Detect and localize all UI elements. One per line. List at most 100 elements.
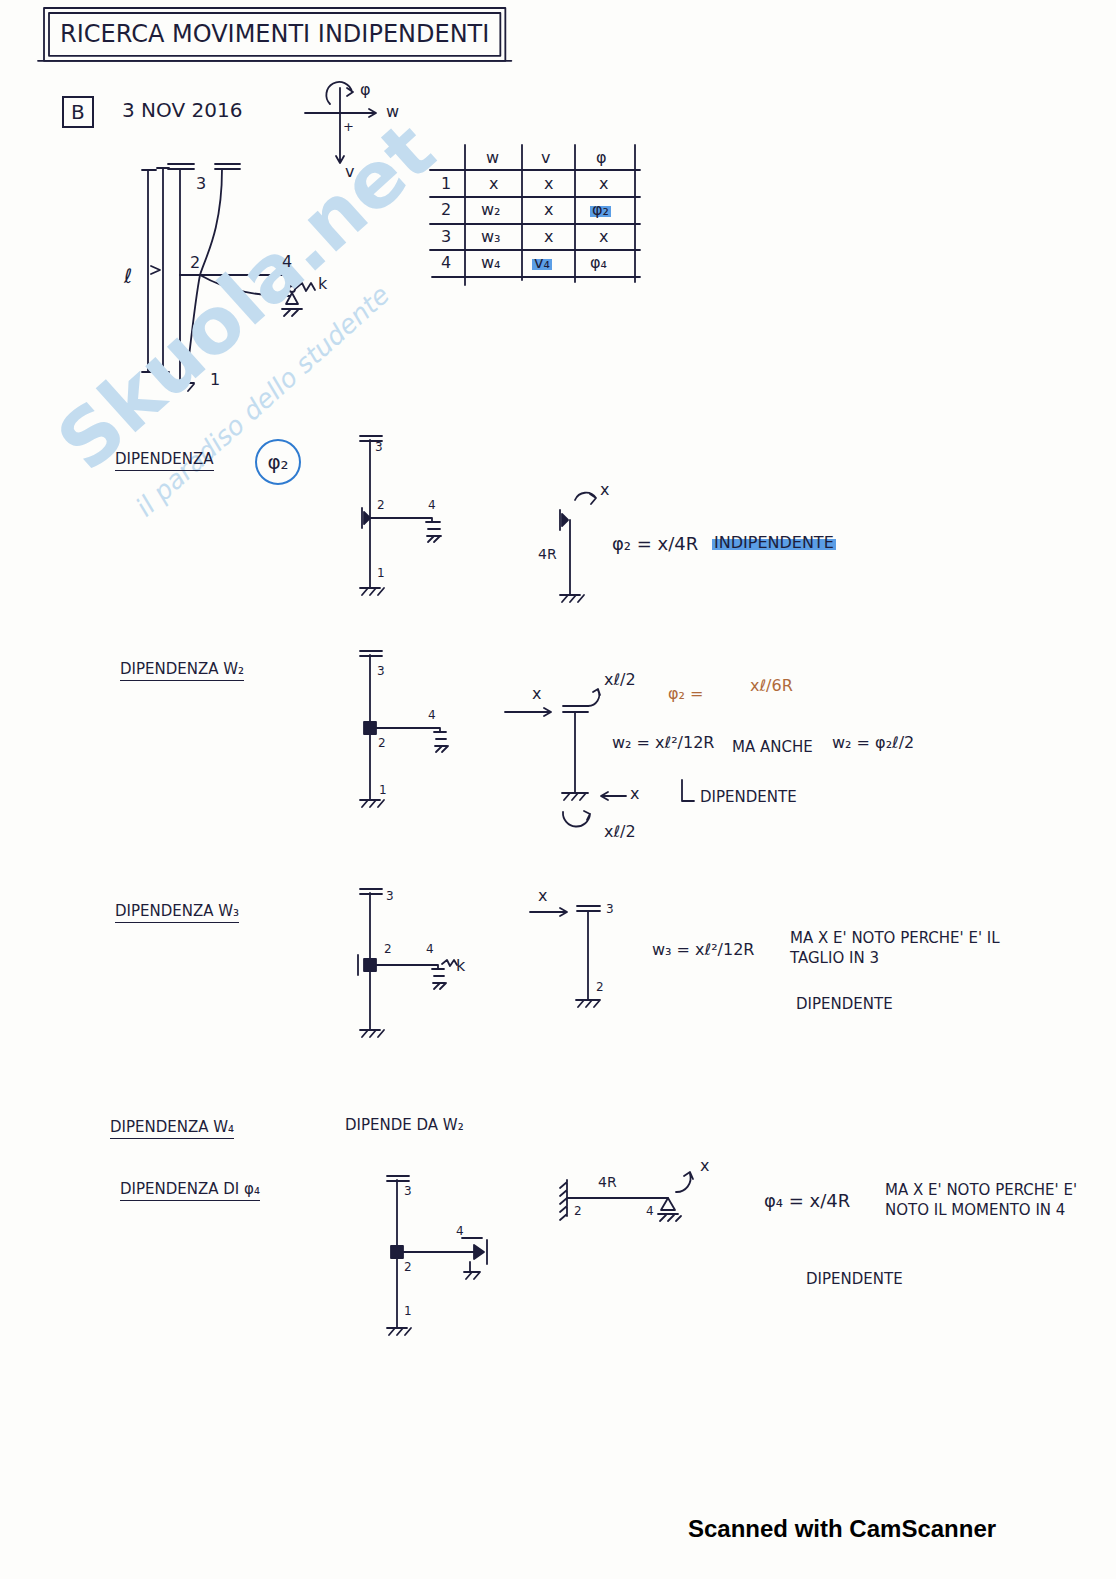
sketch-stroke — [562, 514, 568, 526]
sketch-stroke — [588, 689, 600, 706]
sketch-stroke — [49, 13, 500, 56]
section-heading: DIPENDENZA W₃ — [115, 902, 239, 923]
table-cell: x — [544, 200, 553, 219]
section-letter-box: B — [62, 96, 94, 128]
table-row-number: 4 — [441, 253, 451, 272]
date: 3 NOV 2016 — [122, 98, 242, 122]
sketch-stroke — [44, 8, 505, 61]
moment-label: xℓ/2 — [604, 822, 636, 841]
table-cell: x — [599, 227, 608, 246]
node-text: B — [71, 100, 85, 124]
note: MA ANCHE — [732, 738, 813, 756]
result-note: DIPENDENTE — [796, 995, 893, 1013]
node-number: 3 — [377, 664, 385, 678]
section-heading: DIPENDENZA W₄ — [110, 1118, 234, 1139]
node-number: 4 — [646, 1204, 654, 1218]
sketch-stroke — [360, 588, 384, 595]
formula: φ₂ = — [668, 684, 703, 703]
node-number: 2 — [596, 980, 604, 994]
sketch-stroke — [530, 908, 567, 916]
sketch-stroke — [560, 595, 584, 602]
sketch-stroke — [387, 1328, 411, 1335]
node-number: 3 — [404, 1184, 412, 1198]
node-number: 2 — [377, 498, 385, 512]
table-row-number: 2 — [441, 200, 451, 219]
result-note: INDIPENDENTE — [712, 533, 836, 552]
scheme-1 — [360, 436, 596, 602]
sketch-stroke — [567, 1197, 668, 1199]
node-number: 4 — [428, 498, 436, 512]
axis-label: w — [386, 102, 399, 121]
node-number: 1 — [379, 783, 387, 797]
formula: w₃ = xℓ²/12R — [652, 940, 754, 959]
table-header: v — [541, 148, 550, 167]
node-number: 3 — [196, 174, 206, 193]
spring-label: k — [318, 274, 327, 293]
sketch-stroke — [462, 1238, 487, 1279]
note: MA X E' NOTO PERCHE' E' IL TAGLIO IN 3 — [790, 928, 1040, 969]
sign-mark: + — [343, 119, 354, 135]
formula: φ₄ = x/4R — [764, 1190, 850, 1212]
node-number: 2 — [190, 253, 200, 272]
table-grid — [430, 145, 640, 285]
node-number: 2 — [378, 736, 386, 750]
node-text: φ₂ — [267, 450, 288, 474]
formula: xℓ/6R — [750, 676, 793, 695]
sketch-stroke — [403, 1251, 474, 1253]
sketch-stroke — [560, 1180, 567, 1220]
sketch-stroke — [370, 518, 441, 542]
node-number: 2 — [384, 942, 392, 956]
scheme-5 — [387, 1172, 693, 1335]
sketch-stroke — [376, 965, 446, 989]
table-cell: φ₄ — [590, 253, 607, 272]
node-number: 3 — [606, 902, 614, 916]
title-frame — [38, 8, 511, 61]
sketch-stroke — [575, 493, 596, 504]
sketch-stroke — [505, 708, 551, 716]
sketch-stroke — [38, 60, 511, 62]
sketch-stroke — [560, 510, 570, 595]
sketch-stroke — [562, 793, 588, 800]
table-row-number: 1 — [441, 174, 451, 193]
sketch-stroke — [430, 170, 640, 277]
section-heading: DIPENDENZA DI φ₄ — [120, 1180, 260, 1201]
axis-label: v — [345, 162, 354, 181]
circled-unknown: φ₂ — [255, 439, 301, 485]
moment-label: x — [700, 1156, 709, 1175]
node-number: 4 — [456, 1224, 464, 1238]
sketch-stroke — [364, 959, 376, 971]
formula: w₂ = xℓ²/12R — [612, 733, 714, 752]
table-cell: w₂ — [481, 200, 501, 219]
section-heading: DIPENDENZA — [115, 450, 214, 471]
section-heading: DIPENDENZA W₂ — [120, 660, 244, 681]
axis-label: φ — [360, 80, 371, 99]
sketch-stroke — [357, 955, 359, 975]
force-label: x — [532, 684, 541, 703]
sketch-stroke — [376, 728, 448, 752]
stiffness-label: 4R — [598, 1174, 617, 1191]
table-header: φ — [596, 148, 607, 167]
sketch-stroke — [682, 780, 694, 801]
dimension: ℓ — [124, 264, 132, 288]
note: DIPENDE DA W₂ — [345, 1116, 464, 1134]
node-number: 1 — [377, 566, 385, 580]
table-cell: x — [599, 174, 608, 193]
sketch-stroke — [442, 960, 457, 966]
table-cell: φ₂ — [590, 200, 611, 219]
table-cell: w₄ — [481, 253, 501, 272]
sketch-stroke — [360, 1030, 384, 1037]
result-note: DIPENDENTE — [700, 788, 797, 806]
moment-label: x — [600, 480, 609, 499]
spring-label: k — [456, 956, 465, 975]
sketch-stroke — [364, 722, 376, 734]
table-header: w — [486, 148, 499, 167]
node-number: 1 — [210, 370, 220, 389]
sketch-stroke — [474, 1245, 484, 1259]
scan-stamp: Scanned with CamScanner — [688, 1515, 996, 1544]
table-cell: x — [544, 227, 553, 246]
sketch-stroke — [576, 1000, 600, 1007]
result-note: DIPENDENTE — [806, 1270, 903, 1288]
sketch-stroke — [326, 82, 353, 104]
table-row-number: 3 — [441, 227, 451, 246]
